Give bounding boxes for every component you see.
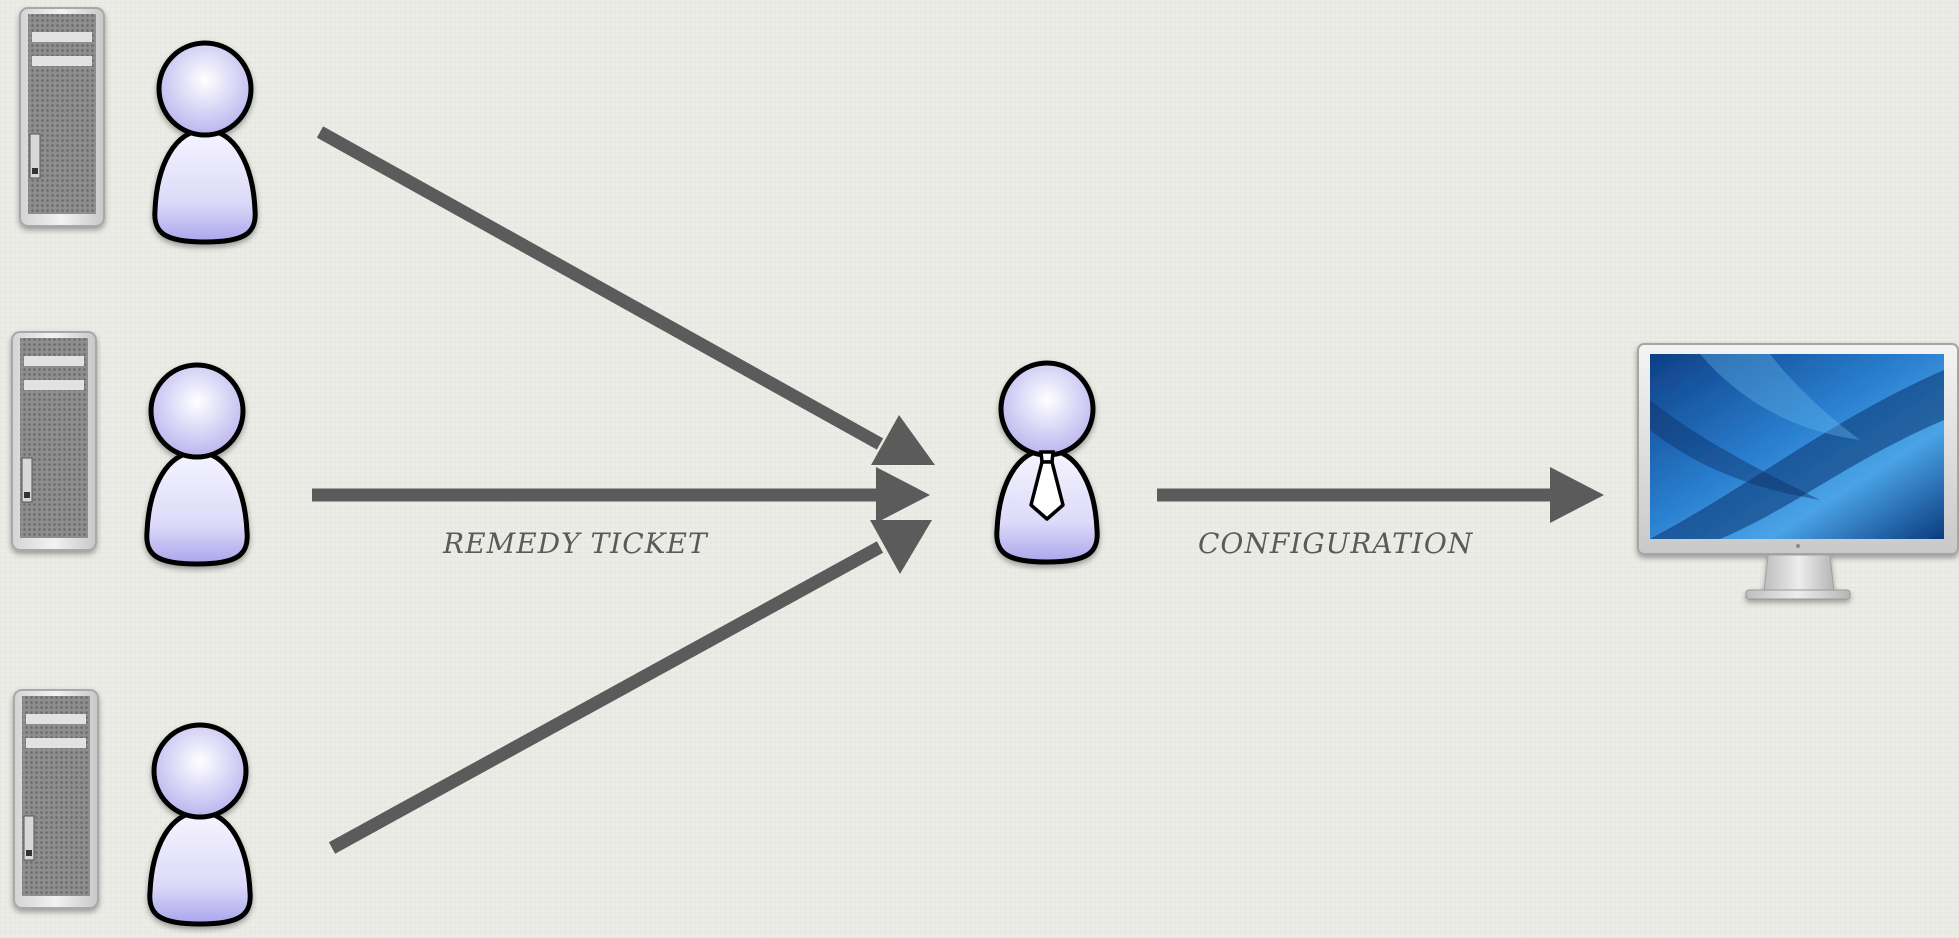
server-tower-icon: [19, 7, 105, 227]
requester-2: [11, 331, 247, 564]
requester-3: [13, 689, 250, 924]
user-icon: [150, 725, 250, 924]
monitor-icon: [1637, 343, 1959, 600]
server-tower-icon: [11, 331, 97, 551]
configuration-label: CONFIGURATION: [1198, 527, 1474, 560]
arrow-requester-1-to-admin: [316, 126, 935, 465]
remedy-ticket-label: REMEDY TICKET: [442, 527, 709, 560]
arrow-requester-3-to-admin: [328, 520, 932, 854]
user-icon: [147, 365, 247, 564]
arrow-requester-2-to-admin: [312, 467, 930, 523]
server-tower-icon: [13, 689, 99, 909]
user-icon: [155, 43, 255, 242]
requester-1: [19, 7, 255, 242]
arrow-admin-to-monitor: [1157, 467, 1604, 523]
admin-with-tie-icon: [997, 363, 1097, 562]
